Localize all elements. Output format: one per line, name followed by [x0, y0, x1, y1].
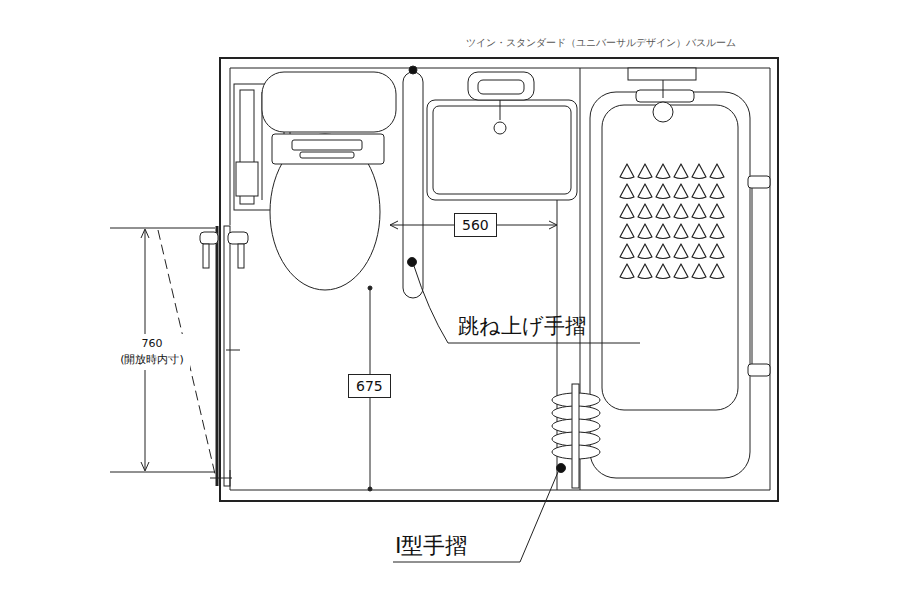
leader-line: [393, 266, 640, 562]
bathtub: [628, 68, 696, 80]
i-type-handrail: [572, 384, 579, 488]
bathtub: [636, 90, 694, 102]
door: [200, 226, 248, 486]
door: [238, 244, 244, 268]
bathtub: [748, 364, 770, 376]
bathtub: [653, 102, 673, 122]
toilet: [236, 162, 258, 196]
bathtub: [602, 105, 738, 410]
title: ツイン・スタンダード（ユニバーサルデザイン）バスルーム: [466, 36, 736, 50]
door: [226, 350, 240, 351]
door: [228, 232, 248, 244]
door-width-dimension: [110, 228, 215, 229]
door: [224, 226, 230, 486]
sink: [433, 106, 571, 194]
room-wall: [230, 68, 770, 490]
bathtub: [748, 176, 770, 188]
dimension-value: 675: [356, 377, 383, 395]
callout-label: I型手摺: [395, 532, 468, 560]
toilet: [234, 72, 396, 290]
room-wall: [557, 200, 558, 490]
flip-up-handrail: [409, 66, 417, 74]
bathtub: [663, 80, 664, 98]
dimension-line: [368, 221, 557, 491]
door: [210, 478, 232, 479]
bathtub: [590, 68, 770, 478]
i-type-handrail: [557, 464, 566, 473]
dimension-box: 560: [454, 213, 497, 237]
callout-label: 跳ね上げ手摺: [458, 312, 586, 340]
door-width-dimension: 760 (開放時内寸): [114, 334, 190, 370]
sink: [494, 122, 506, 134]
dimension-line: [549, 221, 557, 229]
dimension-line: [390, 221, 398, 229]
toilet: [300, 152, 354, 158]
sink: [427, 72, 577, 200]
dimension-line: [368, 286, 372, 290]
sink: [427, 100, 577, 200]
bathtub: [618, 162, 726, 280]
door-width-dimension: [110, 228, 215, 474]
door-width-dimension: [110, 472, 215, 473]
sink: [468, 72, 534, 100]
door: [200, 232, 218, 244]
flip-up-handrail: [408, 258, 417, 267]
dimension-value: 560: [462, 216, 489, 234]
door: [203, 244, 209, 268]
flip-up-handrail: [403, 72, 423, 298]
door-width-dimension: [141, 229, 149, 238]
sink: [500, 100, 501, 120]
door: [216, 226, 219, 486]
room-wall: [220, 58, 778, 501]
leader-line: [414, 266, 640, 343]
dimension-line: [368, 487, 372, 491]
door-width-dimension: [141, 462, 149, 471]
bathtub: [752, 185, 753, 372]
toilet: [272, 134, 384, 164]
dimension-box: 675: [348, 374, 391, 398]
i-type-handrail: [557, 384, 580, 488]
flip-up-handrail: [403, 66, 423, 298]
sink: [478, 80, 524, 94]
toilet: [292, 140, 362, 150]
bathtub: [590, 92, 750, 478]
room-wall: [220, 58, 778, 501]
leader-line: [393, 472, 558, 562]
toilet: [262, 72, 396, 132]
